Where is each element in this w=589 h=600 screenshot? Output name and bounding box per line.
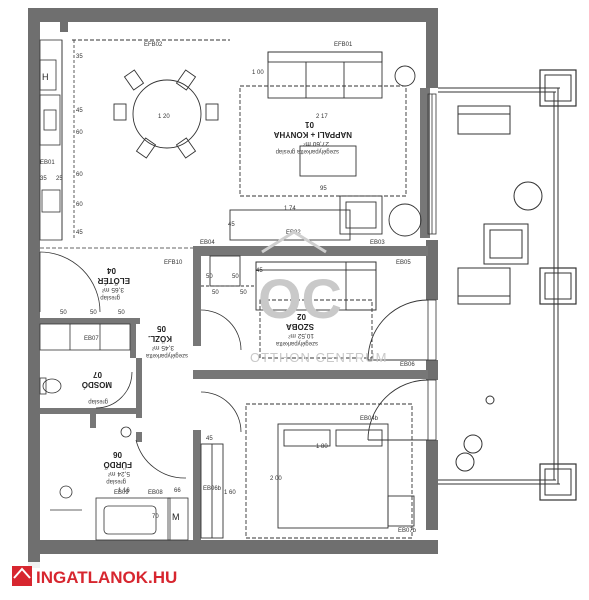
svg-text:1 80: 1 80 bbox=[316, 444, 328, 450]
svg-text:EB04b: EB04b bbox=[360, 416, 379, 422]
svg-text:1 20: 1 20 bbox=[158, 114, 170, 120]
room02-furniture bbox=[201, 255, 429, 361]
svg-text:50: 50 bbox=[206, 274, 213, 280]
svg-text:szegélyparketta greslap: szegélyparketta greslap bbox=[275, 148, 339, 154]
svg-text:EB06b: EB06b bbox=[203, 486, 222, 492]
svg-text:EB04: EB04 bbox=[200, 240, 215, 246]
svg-text:45: 45 bbox=[76, 108, 83, 114]
svg-text:szegélyparketta: szegélyparketta bbox=[275, 340, 318, 346]
svg-text:SZOBA: SZOBA bbox=[286, 322, 314, 331]
wc bbox=[39, 377, 62, 395]
room-04-label: greslap 3,65 m² ELŐTÉR 04 bbox=[97, 266, 130, 300]
svg-text:60: 60 bbox=[76, 172, 83, 178]
svg-text:50: 50 bbox=[240, 290, 247, 296]
footer-logo: INGATLANOK.HU bbox=[8, 562, 208, 590]
bedroom-furniture bbox=[200, 379, 429, 539]
svg-text:60: 60 bbox=[76, 202, 83, 208]
svg-text:1 60: 1 60 bbox=[224, 490, 236, 496]
svg-text:EFB02: EFB02 bbox=[144, 42, 163, 48]
svg-text:EB09: EB09 bbox=[114, 490, 129, 496]
svg-text:50: 50 bbox=[232, 274, 239, 280]
svg-text:45: 45 bbox=[228, 222, 235, 228]
doors bbox=[39, 247, 242, 479]
svg-text:35: 35 bbox=[76, 54, 83, 60]
svg-text:60: 60 bbox=[76, 130, 83, 136]
entry-wardrobe bbox=[39, 323, 131, 351]
svg-text:50: 50 bbox=[60, 310, 67, 316]
svg-text:45: 45 bbox=[206, 436, 213, 442]
room-05-label: szegélyparketta 3,45 m² KÖZL. 05 bbox=[145, 324, 188, 358]
svg-text:EB07: EB07 bbox=[84, 336, 99, 342]
svg-text:35: 35 bbox=[40, 176, 47, 182]
svg-text:greslap: greslap bbox=[88, 398, 108, 404]
room-07-label: greslap MOSDÓ 07 bbox=[82, 370, 112, 404]
svg-text:5,24 m²: 5,24 m² bbox=[107, 470, 130, 477]
svg-text:50: 50 bbox=[90, 310, 97, 316]
svg-text:06: 06 bbox=[113, 450, 122, 459]
room-01-label: szegélyparketta greslap 27,60 m² NAPPALI… bbox=[273, 120, 352, 154]
svg-text:25: 25 bbox=[56, 176, 63, 182]
svg-text:szegélyparketta: szegélyparketta bbox=[145, 352, 188, 358]
svg-text:45: 45 bbox=[76, 230, 83, 236]
svg-text:04: 04 bbox=[107, 266, 116, 275]
svg-text:66: 66 bbox=[174, 488, 181, 494]
svg-text:EB06: EB06 bbox=[400, 362, 415, 368]
svg-text:2 17: 2 17 bbox=[316, 114, 328, 120]
svg-text:1 74: 1 74 bbox=[284, 206, 296, 212]
svg-text:ELŐTÉR: ELŐTÉR bbox=[97, 276, 130, 285]
svg-text:EB07b: EB07b bbox=[398, 528, 417, 534]
kitchen bbox=[39, 39, 75, 241]
room-02-label: szegélyparketta 10,52 m² SZOBA 02 bbox=[275, 312, 318, 346]
interior-walls bbox=[40, 88, 430, 540]
svg-text:07: 07 bbox=[93, 370, 102, 379]
svg-text:45: 45 bbox=[256, 268, 263, 274]
svg-text:EB03: EB03 bbox=[370, 240, 385, 246]
svg-text:FÜRDŐ: FÜRDŐ bbox=[104, 460, 132, 469]
balcony bbox=[438, 69, 577, 501]
codes: EFB02 EFB01 EB01 EB04 EB02 EB03 EB05 EFB… bbox=[40, 42, 417, 534]
svg-text:05: 05 bbox=[157, 324, 166, 333]
svg-text:95: 95 bbox=[320, 186, 327, 192]
svg-text:greslap: greslap bbox=[106, 478, 126, 484]
watermark-logo: OC OTTHON CENTRUM bbox=[250, 230, 388, 365]
svg-text:EB08: EB08 bbox=[148, 490, 163, 496]
svg-text:MOSDÓ: MOSDÓ bbox=[82, 380, 112, 389]
svg-text:50: 50 bbox=[118, 310, 125, 316]
outer-walls bbox=[28, 8, 438, 568]
svg-text:OTTHON CENTRUM: OTTHON CENTRUM bbox=[250, 350, 388, 365]
svg-text:01: 01 bbox=[305, 120, 314, 129]
footer-text: INGATLANOK.HU bbox=[36, 568, 177, 587]
svg-text:3,65 m²: 3,65 m² bbox=[101, 286, 124, 293]
room-06-label: greslap 5,24 m² FÜRDŐ 06 bbox=[104, 450, 132, 484]
svg-text:50: 50 bbox=[212, 290, 219, 296]
svg-text:70: 70 bbox=[152, 514, 159, 520]
svg-text:10,52 m²: 10,52 m² bbox=[288, 332, 314, 339]
svg-text:02: 02 bbox=[297, 312, 306, 321]
svg-text:greslap: greslap bbox=[100, 294, 120, 300]
svg-text:EB01: EB01 bbox=[40, 160, 55, 166]
svg-text:3,45 m²: 3,45 m² bbox=[151, 344, 174, 351]
svg-text:2 00: 2 00 bbox=[270, 476, 282, 482]
svg-text:1 00: 1 00 bbox=[252, 70, 264, 76]
svg-text:1 16: 1 16 bbox=[118, 488, 130, 494]
dining-table bbox=[113, 69, 219, 159]
svg-text:NAPPALI + KONYHA: NAPPALI + KONYHA bbox=[273, 130, 352, 139]
svg-text:27,60 m²: 27,60 m² bbox=[303, 140, 329, 147]
svg-text:EFB10: EFB10 bbox=[164, 260, 183, 266]
svg-text:OC: OC bbox=[258, 267, 342, 330]
bathroom bbox=[50, 426, 189, 541]
living-furniture bbox=[72, 39, 422, 241]
svg-text:KÖZL.: KÖZL. bbox=[148, 334, 172, 343]
svg-text:EB05: EB05 bbox=[396, 260, 411, 266]
windows bbox=[427, 93, 437, 441]
svg-text:EFB01: EFB01 bbox=[334, 42, 353, 48]
letter-m: M bbox=[172, 512, 180, 522]
dimensions: 1 20 35 45 60 60 60 45 35 25 2 17 1 00 9… bbox=[40, 54, 328, 520]
letter-h: H bbox=[42, 72, 49, 82]
